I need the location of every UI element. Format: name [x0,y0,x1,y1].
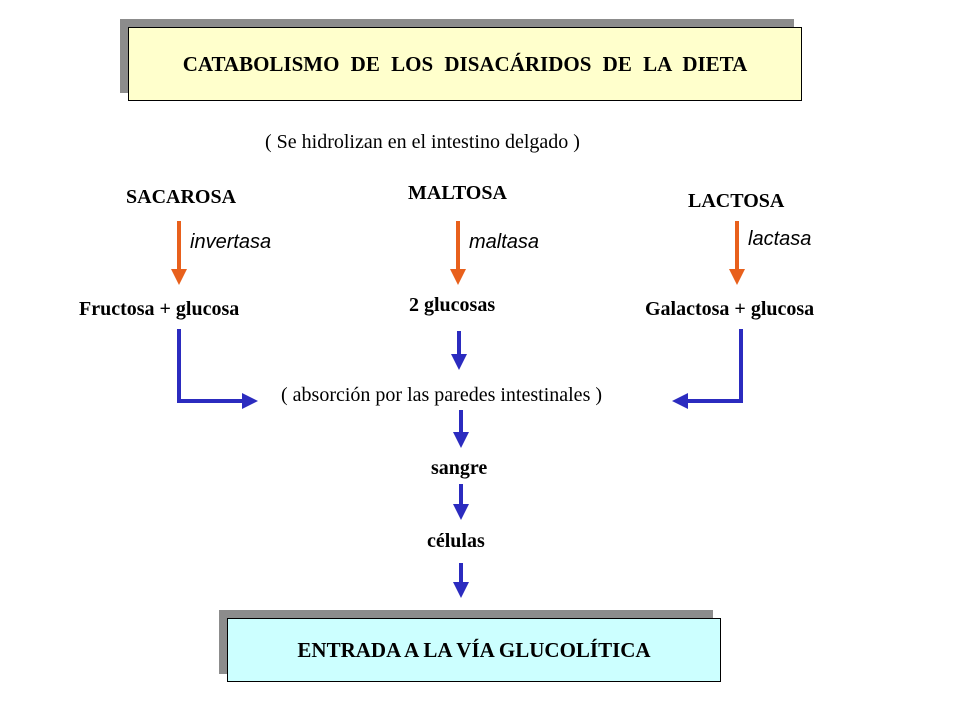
product-galactosa-glucosa: Galactosa + glucosa [645,298,815,320]
enzyme-lactasa: lactasa [748,228,812,250]
cells-label: células [427,530,485,552]
blood-label: sangre [431,457,488,479]
enzyme-invertasa: invertasa [190,231,272,253]
arrow-fructosa-absorption [177,329,258,409]
product-fructosa-glucosa: Fructosa + glucosa [79,298,240,320]
title-box: CATABOLISMO DE LOS DISACÁRIDOS DE LA DIE… [128,27,802,101]
diagram-title: CATABOLISMO DE LOS DISACÁRIDOS DE LA DIE… [182,51,748,76]
enzyme-maltasa: maltasa [469,231,540,253]
disaccharide-lactosa: LACTOSA [688,190,785,212]
disaccharide-sacarosa: SACAROSA [126,186,237,208]
product-2-glucosas: 2 glucosas [409,294,496,316]
subtitle: ( Se hidrolizan en el intestino delgado … [265,131,580,153]
absorption-label: ( absorción por las paredes intestinales… [281,384,603,406]
arrow-galactosa-absorption [672,329,743,409]
final-label: ENTRADA A LA VÍA GLUCOLÍTICA [297,637,651,662]
disaccharide-maltosa: MALTOSA [408,182,507,204]
final-box: ENTRADA A LA VÍA GLUCOLÍTICA [227,618,721,682]
